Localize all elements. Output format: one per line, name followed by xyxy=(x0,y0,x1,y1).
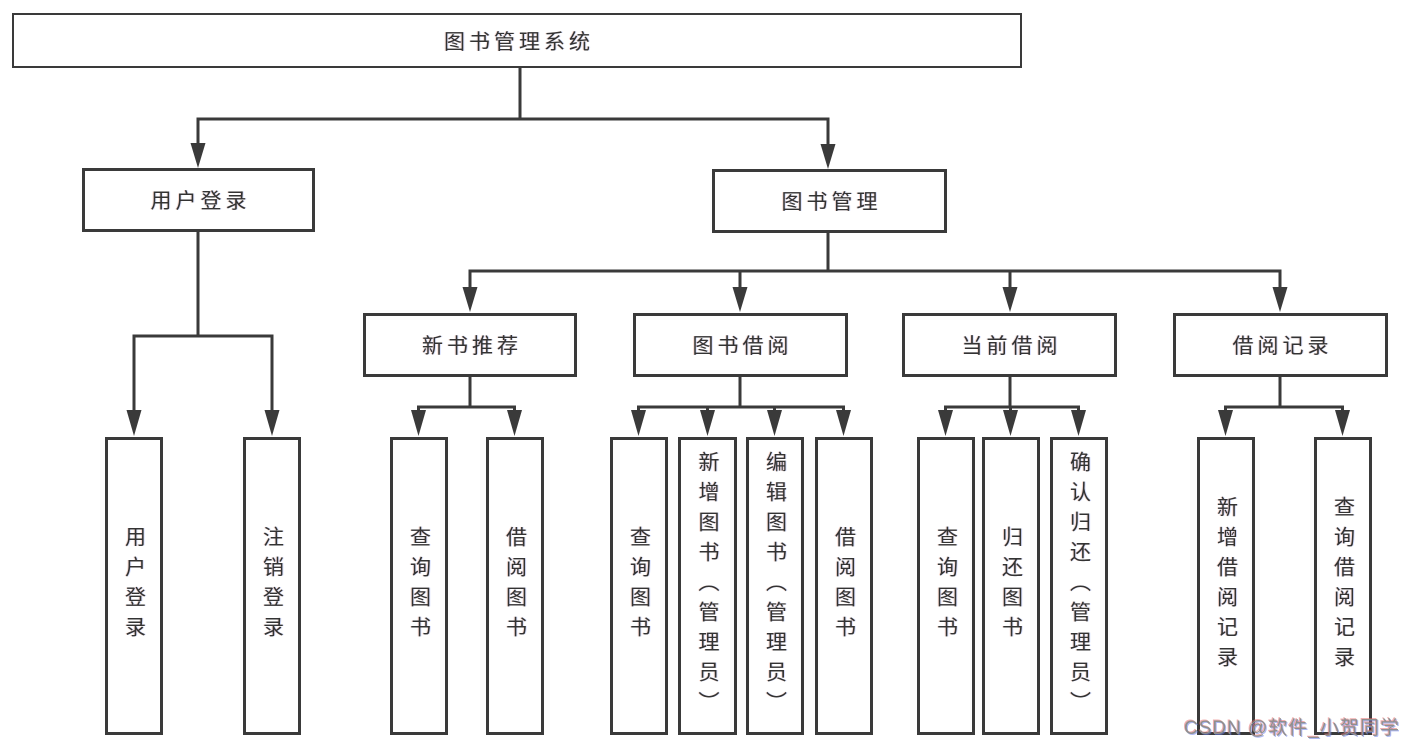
node-label: 查询借阅记录 xyxy=(1331,496,1355,676)
node-borrow-records: 借阅记录 xyxy=(1173,313,1388,377)
node-book-management: 图书管理 xyxy=(712,169,947,233)
node-label: 图书借阅 xyxy=(692,335,793,358)
node-label: 当前借阅 xyxy=(961,335,1062,358)
leaf-recommend-query-books: 查询图书 xyxy=(390,437,448,735)
leaf-borrow-query-books: 查询图书 xyxy=(610,437,668,735)
leaf-records-query-record: 查询借阅记录 xyxy=(1314,437,1372,735)
watermark: CSDN @软件_小贺同学 xyxy=(1184,718,1400,739)
leaf-borrow-add-books-admin: 新增图书（管理员） xyxy=(678,437,737,735)
node-user-login: 用户登录 xyxy=(82,168,315,232)
node-label: 用户登录 xyxy=(150,190,251,213)
node-label: 新增借阅记录 xyxy=(1214,496,1238,676)
node-label: 查询图书 xyxy=(934,526,958,646)
leaf-records-add-record: 新增借阅记录 xyxy=(1197,437,1255,735)
leaf-login-user-login: 用户登录 xyxy=(105,437,163,735)
node-current-borrow: 当前借阅 xyxy=(902,313,1117,377)
node-label: 新书推荐 xyxy=(422,335,522,358)
node-label: 编辑图书（管理员） xyxy=(763,451,787,721)
node-book-borrow: 图书借阅 xyxy=(633,313,848,377)
node-label: 用户登录 xyxy=(122,526,146,646)
leaf-borrow-edit-books-admin: 编辑图书（管理员） xyxy=(746,437,804,735)
arrow-down-icon xyxy=(126,143,1350,436)
node-label: 确认归还（管理员） xyxy=(1067,451,1091,721)
node-label: 借阅图书 xyxy=(832,526,856,646)
node-new-book-recommend: 新书推荐 xyxy=(363,313,577,377)
node-label: 借阅图书 xyxy=(503,526,527,646)
node-label: 注销登录 xyxy=(260,526,284,646)
node-label: 新增图书（管理员） xyxy=(696,451,719,721)
node-label: 查询图书 xyxy=(627,526,651,646)
node-label: 图书管理 xyxy=(781,191,882,214)
node-label: 查询图书 xyxy=(407,526,431,646)
leaf-current-confirm-return-admin: 确认归还（管理员） xyxy=(1050,437,1108,735)
leaf-borrow-borrow-books: 借阅图书 xyxy=(815,437,873,735)
leaf-recommend-borrow-books: 借阅图书 xyxy=(486,437,544,735)
node-label: 借阅记录 xyxy=(1232,335,1333,358)
node-library-system: 图书管理系统 xyxy=(12,13,1022,68)
node-label: 归还图书 xyxy=(999,526,1023,646)
leaf-current-query-books: 查询图书 xyxy=(917,437,975,735)
leaf-current-return-books: 归还图书 xyxy=(982,437,1040,735)
node-label: 图书管理系统 xyxy=(444,30,594,54)
leaf-login-logout: 注销登录 xyxy=(243,437,301,735)
